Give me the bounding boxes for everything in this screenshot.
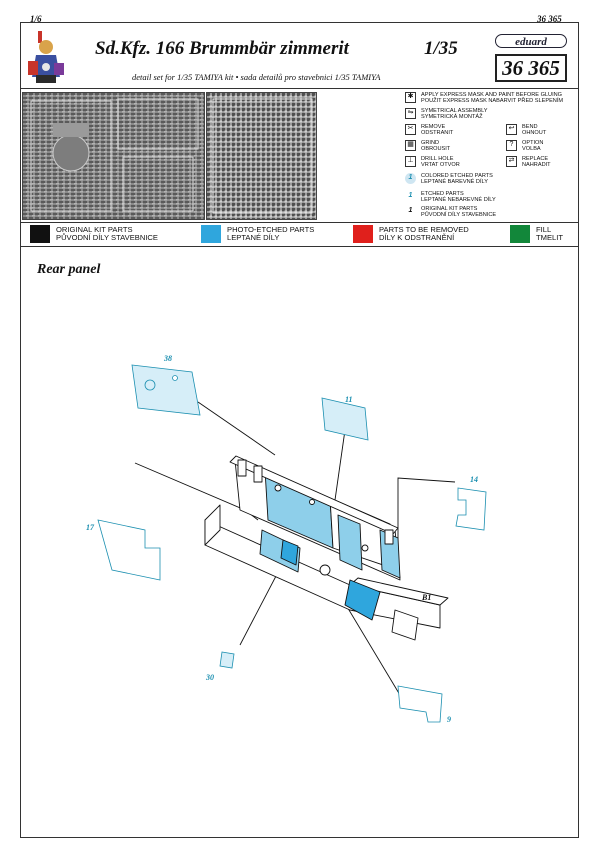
page-title: Sd.Kfz. 166 Brummbär zimmerit (95, 38, 349, 59)
color-legend-text: PHOTO-ETCHED PARTS (227, 225, 315, 234)
catalog-ref: 36 365 (537, 14, 562, 24)
legend-text: GRIND (421, 140, 440, 146)
part-number: 17 (86, 523, 95, 532)
fret-image-left (22, 92, 205, 220)
color-legend-text: TMELIT (536, 233, 564, 242)
legend-text: REPLACE (522, 156, 549, 162)
color-legend-text: DÍLY K ODSTRANĚNÍ (379, 233, 455, 242)
legend-text: SYMETRICKÁ MONTÁŽ (421, 114, 483, 121)
legend-text: REMOVE (421, 124, 446, 130)
mask-paint-icon: ✱ (405, 92, 416, 103)
fret-image-right (206, 92, 317, 220)
legend-divider (20, 222, 579, 223)
color-swatch (510, 225, 530, 243)
part-38 (131, 364, 201, 416)
part-number: 14 (470, 475, 478, 484)
legend-text: POUŽIT EXPRESS MASK NABARVIT PŘED SLEPEN… (421, 98, 564, 105)
part-11 (321, 397, 369, 441)
legend-text: VOLBA (522, 146, 541, 153)
part-17 (97, 519, 161, 581)
color-legend-text: PARTS TO BE REMOVED (379, 225, 469, 234)
etched-icon: 1 (408, 192, 413, 200)
page-subtitle: detail set for 1/35 TAMIYA kit • sada de… (132, 72, 381, 82)
scale-label: 1/35 (424, 38, 458, 59)
mascot-logo (24, 25, 68, 87)
section-title: Rear panel (37, 262, 101, 277)
legend-text: COLORED ETCHED PARTS (421, 173, 493, 179)
legend-text: ODSTRANIT (421, 130, 454, 137)
legend-text: OPTION (522, 140, 544, 146)
color-swatch (353, 225, 373, 243)
legend-mask: ✱ APPLY EXPRESS MASK AND PAINT BEFORE GL… (405, 92, 563, 106)
part-number: 30 (205, 673, 214, 682)
color-swatch (30, 225, 50, 243)
page-frame (20, 22, 579, 838)
page-number: 1/6 (30, 14, 42, 24)
color-legend-text: PŮVODNÍ DÍLY STAVEBNICE (56, 233, 158, 242)
legend-text: SYMETRICAL ASSEMBLY (421, 108, 488, 114)
brand-logo: eduard (495, 34, 567, 48)
header-divider (20, 88, 579, 89)
legend-text: ETCHED PARTS (421, 191, 464, 197)
legend-text: VRTAT OTVOR (421, 162, 460, 169)
drill-icon: ⊥ (405, 156, 416, 167)
legend-text: DRILL HOLE (421, 156, 454, 162)
remove-icon: ✂ (405, 124, 416, 135)
legend-text: NAHRADIT (522, 162, 551, 169)
color-swatch (201, 225, 221, 243)
color-legend-text: LEPTANÉ DÍLY (227, 233, 280, 242)
legend-text: LEPTANÉ NEBAREVNÉ DÍLY (421, 197, 496, 204)
legend-text: OHNOUT (522, 130, 547, 137)
content-divider (20, 246, 579, 247)
catalog-number: 36 365 (495, 54, 567, 82)
legend-text: ORIGINAL KIT PARTS (421, 206, 478, 212)
color-legend-text: FILL (536, 225, 552, 234)
legend-text: OBROUSIT (421, 146, 451, 153)
color-legend-text: ORIGINAL KIT PARTS (56, 225, 133, 234)
part-14 (455, 487, 487, 531)
legend-text: BEND (522, 124, 538, 130)
option-icon: ? (506, 140, 517, 151)
legend-text: PŮVODNÍ DÍLY STAVEBNICE (421, 212, 497, 219)
original-icon: 1 (408, 207, 413, 215)
symmetrical-icon: ⇋ (405, 108, 416, 119)
bend-icon: ↩ (506, 124, 517, 135)
part-30 (219, 651, 235, 669)
legend-text: APPLY EXPRESS MASK AND PAINT BEFORE GLUI… (421, 92, 563, 98)
part-number: 11 (345, 395, 353, 404)
part-number: 9 (447, 715, 451, 724)
part-number: B1 (421, 593, 431, 602)
part-number: 38 (163, 354, 172, 363)
grind-icon: ▦ (405, 140, 416, 151)
replace-icon: ⇄ (506, 156, 517, 167)
part-9 (397, 685, 443, 723)
colored-etched-icon: 1 (405, 173, 416, 184)
legend-text: LEPTANÉ BAREVNÉ DÍLY (421, 179, 488, 186)
